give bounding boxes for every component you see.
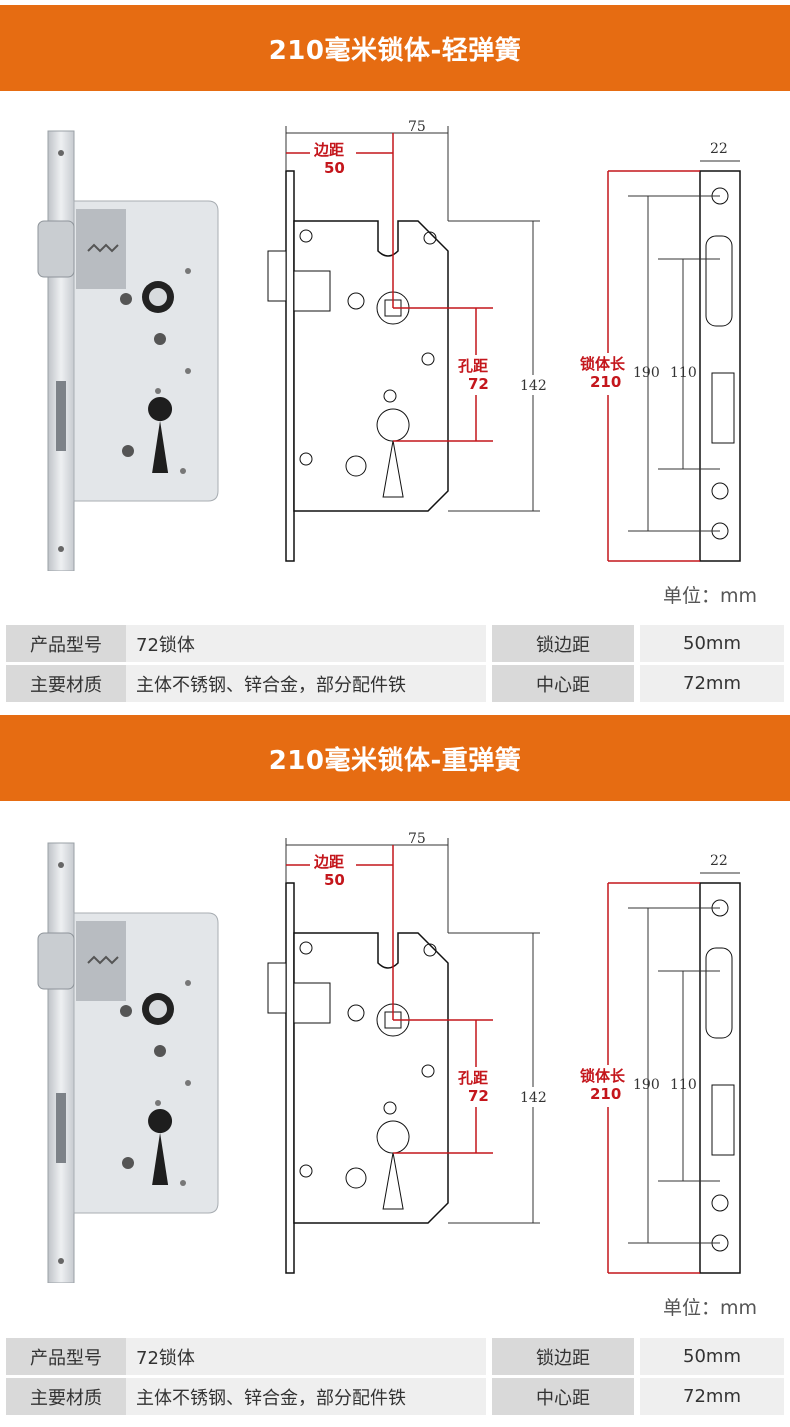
section-2-title: 210毫米锁体-重弹簧: [268, 745, 522, 776]
spec-value-material: 主体不锈钢、锌合金，部分配件铁: [126, 665, 486, 702]
section-1-illustration: 75 边距 50 孔距 72 142 22: [0, 91, 790, 611]
spec-table-1: 产品型号 72锁体 锁边距 50mm 主要材质 主体不锈钢、锌合金，部分配件铁 …: [6, 622, 784, 705]
section-1-title: 210毫米锁体-轻弹簧: [268, 35, 522, 66]
unit-label: 单位：mm: [662, 585, 757, 607]
spec-table-2: 产品型号 72锁体 锁边距 50mm 主要材质 主体不锈钢、锌合金，部分配件铁 …: [6, 1335, 784, 1418]
table-row: 产品型号 72锁体 锁边距 50mm: [6, 1338, 784, 1375]
dim-110: 110: [670, 1077, 697, 1093]
dim-width: 75: [408, 831, 426, 847]
lock-body-photo: [37, 842, 219, 1283]
dimension-diagram: 75 边距 50 孔距 72 142 22 190: [267, 831, 741, 1274]
dim-body-length: 210: [590, 1085, 621, 1103]
dim-body-length-label: 锁体长: [580, 1067, 626, 1085]
spec-value-model: 72锁体: [126, 1338, 486, 1375]
lock-body-photo: [37, 130, 219, 571]
section-2-title-banner: 210毫米锁体-重弹簧: [0, 715, 790, 801]
dim-hole-label: 孔距: [458, 1069, 488, 1087]
dim-110: 110: [670, 365, 697, 381]
spec-value-backset: 50mm: [640, 625, 784, 662]
spec-label-center: 中心距: [492, 665, 634, 702]
dim-190: 190: [633, 1077, 660, 1093]
spec-label-backset: 锁边距: [492, 1338, 634, 1375]
dim-thickness: 22: [710, 141, 728, 157]
table-row: 产品型号 72锁体 锁边距 50mm: [6, 625, 784, 662]
dimension-diagram: 75 边距 50 孔距 72 142 22: [267, 119, 741, 562]
dim-hole: 72: [468, 375, 489, 393]
dim-142: 142: [520, 378, 547, 394]
dim-body-length: 210: [590, 373, 621, 391]
dim-backset-label: 边距: [313, 853, 344, 871]
spec-label-material: 主要材质: [6, 665, 126, 702]
spec-label-material: 主要材质: [6, 1378, 126, 1415]
dim-hole: 72: [468, 1087, 489, 1105]
spec-value-material: 主体不锈钢、锌合金，部分配件铁: [126, 1378, 486, 1415]
section-2-illustration: 75 边距 50 孔距 72 142 22 190: [0, 803, 790, 1323]
dim-142: 142: [520, 1090, 547, 1106]
spec-value-backset: 50mm: [640, 1338, 784, 1375]
product-photo-area: 75 边距 50 孔距 72 142 22 190: [0, 803, 790, 1303]
table-row: 主要材质 主体不锈钢、锌合金，部分配件铁 中心距 72mm: [6, 1378, 784, 1415]
product-photo-area: 75 边距 50 孔距 72 142 22: [0, 91, 790, 591]
dim-backset: 50: [324, 871, 345, 889]
dim-hole-label: 孔距: [458, 357, 488, 375]
section-1-title-banner: 210毫米锁体-轻弹簧: [0, 5, 790, 91]
dim-body-length-label: 锁体长: [580, 355, 626, 373]
spec-label-model: 产品型号: [6, 625, 126, 662]
spec-label-model: 产品型号: [6, 1338, 126, 1375]
unit-label: 单位：mm: [662, 1297, 757, 1319]
dim-190: 190: [633, 365, 660, 381]
table-row: 主要材质 主体不锈钢、锌合金，部分配件铁 中心距 72mm: [6, 665, 784, 702]
spec-value-model: 72锁体: [126, 625, 486, 662]
spec-label-center: 中心距: [492, 1378, 634, 1415]
dim-backset-label: 边距: [313, 141, 344, 159]
spec-value-center: 72mm: [640, 665, 784, 702]
spec-label-backset: 锁边距: [492, 625, 634, 662]
dim-width: 75: [408, 119, 426, 135]
dim-backset: 50: [324, 159, 345, 177]
dim-thickness: 22: [710, 853, 728, 869]
spec-value-center: 72mm: [640, 1378, 784, 1415]
